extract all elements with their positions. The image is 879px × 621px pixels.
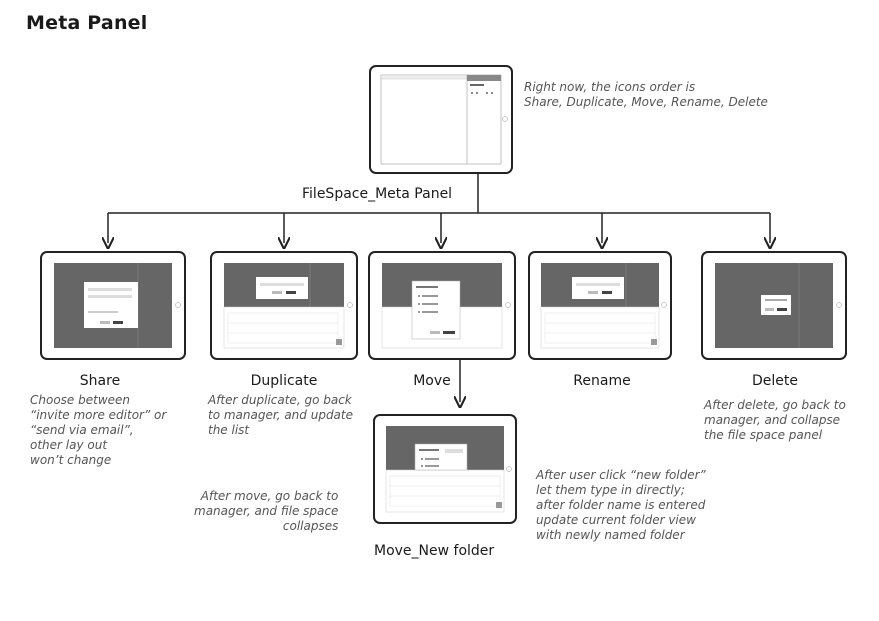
page-title: Meta Panel: [26, 12, 148, 34]
tablet-root: [369, 65, 513, 174]
tablet-duplicate-screen: [223, 263, 353, 349]
move-new-folder-note: After user click “new folder” let them t…: [536, 468, 706, 542]
share-note: Choose between “invite more editor” or “…: [30, 393, 167, 467]
root-note: Right now, the icons order is Share, Dup…: [524, 80, 768, 109]
move-new-folder-label: Move_New folder: [374, 543, 495, 559]
tablet-move-new-folder-screen: [385, 426, 512, 513]
root-label: FileSpace_Meta Panel: [302, 186, 453, 202]
tablet-move: [368, 251, 516, 360]
tablet-duplicate: [210, 251, 358, 360]
delete-label: Delete: [752, 373, 798, 389]
share-label: Share: [79, 373, 121, 389]
tablet-share: [40, 251, 186, 360]
tablet-rename-screen: [540, 263, 667, 349]
tablet-root-screen: [380, 74, 508, 165]
duplicate-label: Duplicate: [250, 373, 318, 389]
tablet-delete-screen: [715, 263, 842, 348]
tablet-share-screen: [54, 263, 181, 348]
tablet-rename: [528, 251, 672, 360]
delete-note: After delete, go back to manager, and co…: [704, 398, 846, 442]
tablet-delete: [701, 251, 847, 360]
move-label: Move: [413, 373, 451, 389]
rename-label: Rename: [573, 373, 631, 389]
move-note: After move, go back to manager, and file…: [194, 489, 339, 533]
duplicate-note: After duplicate, go back to manager, and…: [208, 393, 353, 437]
tablet-move-new-folder: [373, 414, 517, 524]
tablet-move-screen: [381, 263, 511, 349]
